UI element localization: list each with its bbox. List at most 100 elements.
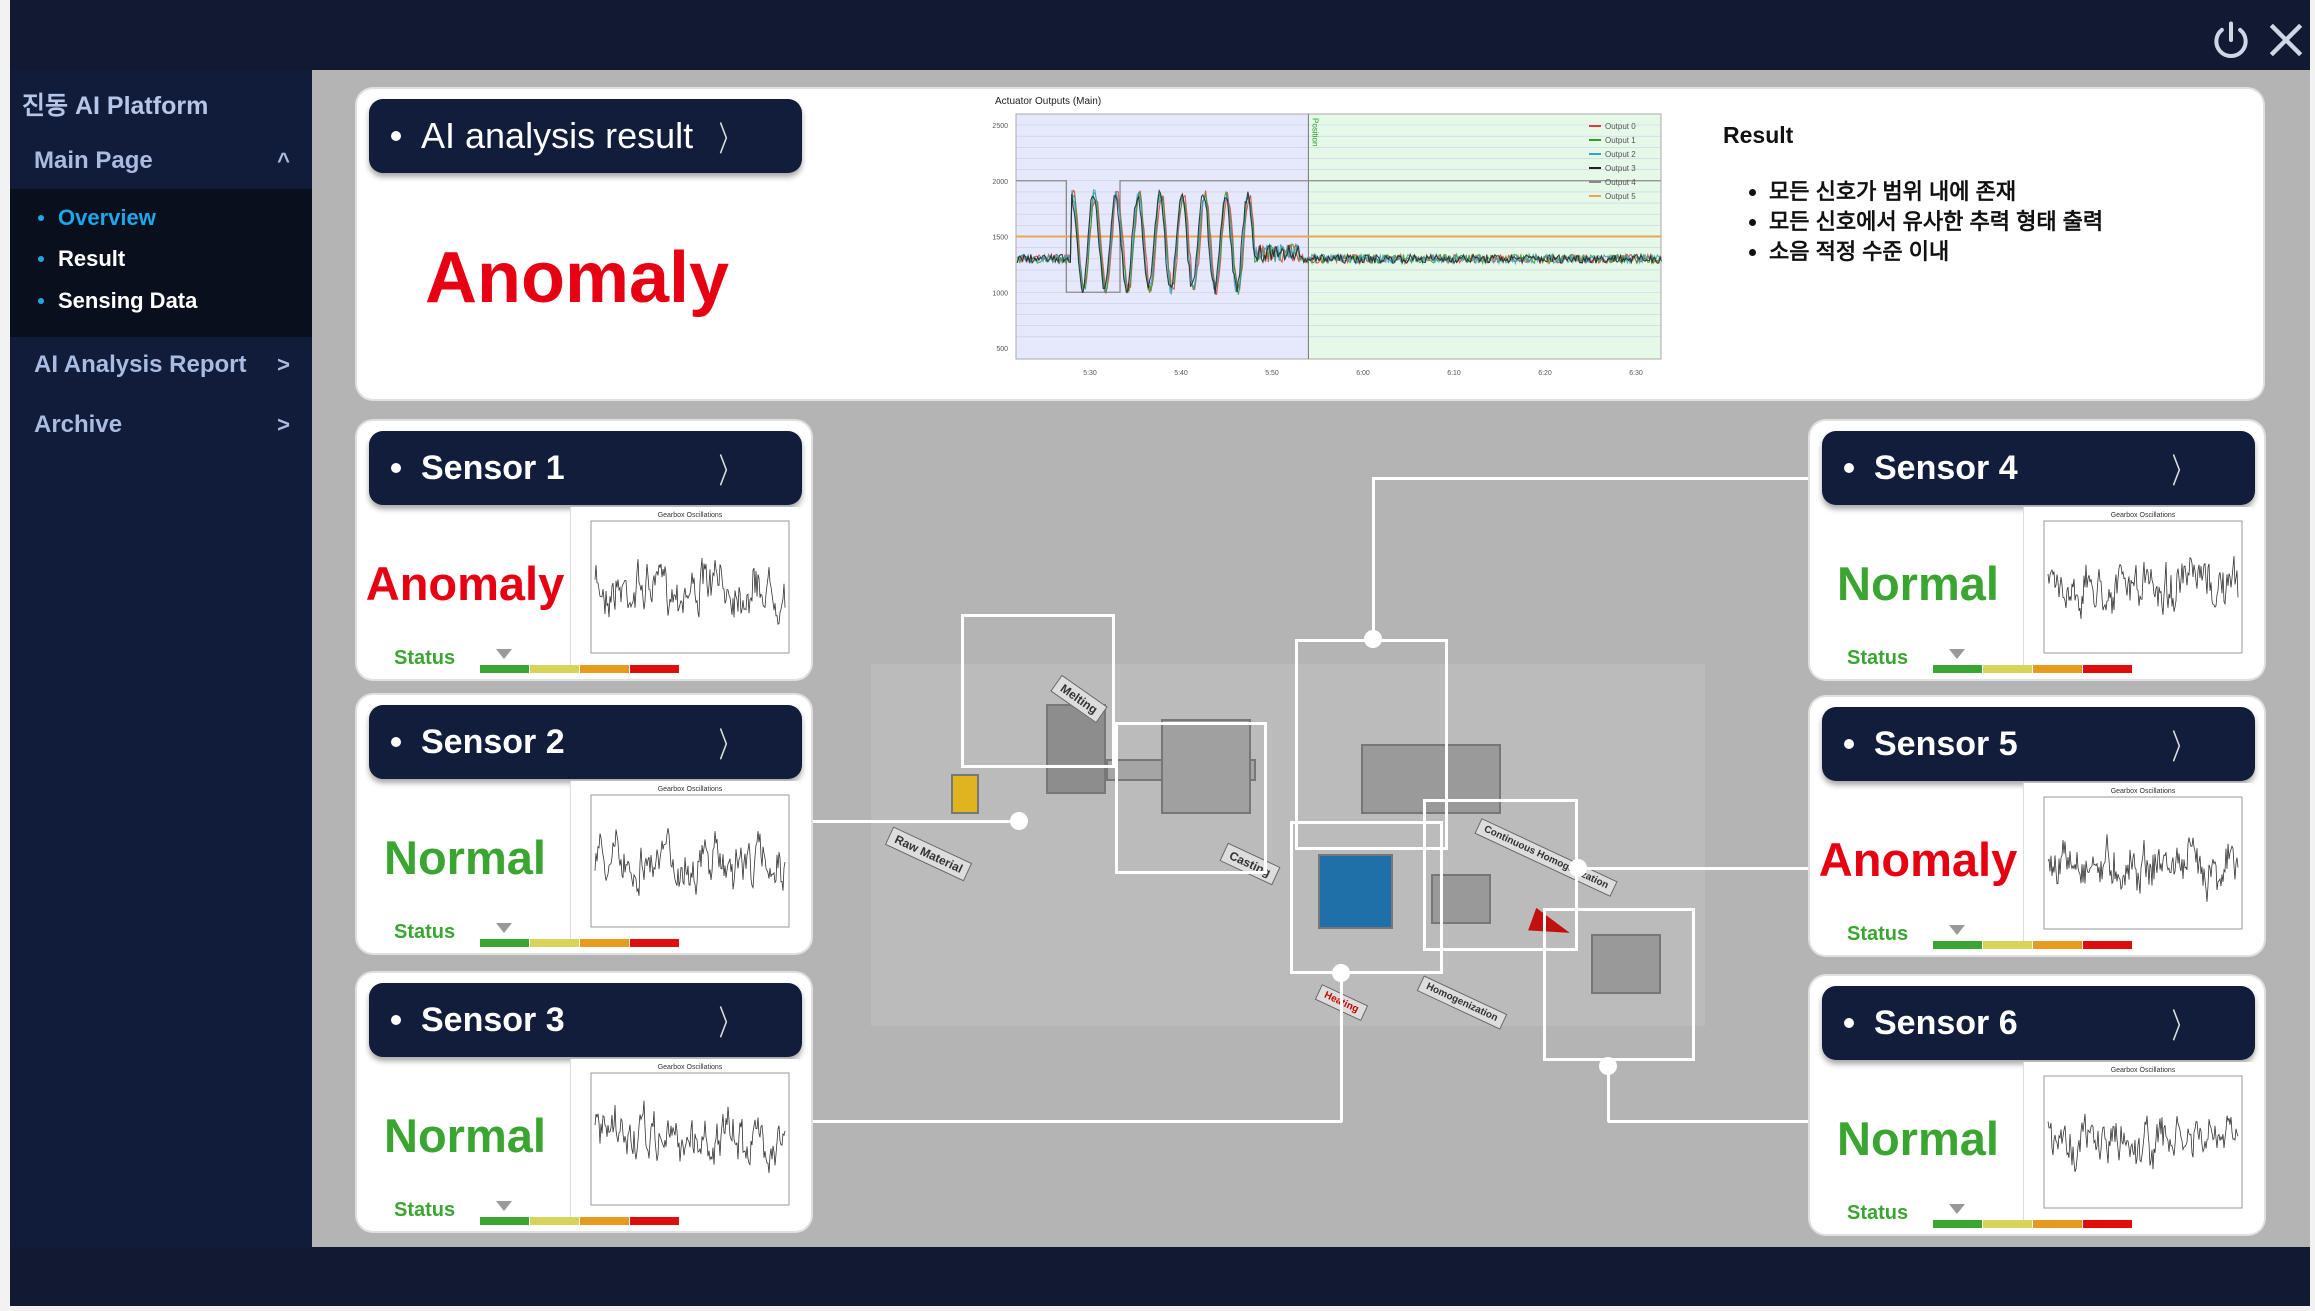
brand-title: 진동 AI Platform bbox=[22, 92, 209, 120]
status-level-bar bbox=[480, 1217, 680, 1225]
plot-frame bbox=[2043, 1075, 2243, 1209]
sensor-card-3: Sensor 3〉 Normal Gearbox Oscillations St… bbox=[357, 973, 811, 1231]
level-warning bbox=[2033, 941, 2082, 949]
level-warning bbox=[580, 939, 629, 947]
level-danger bbox=[630, 1217, 679, 1225]
chevron-up-icon: ^ bbox=[277, 148, 290, 173]
sensor-header-button[interactable]: Sensor 2〉 bbox=[369, 705, 802, 779]
level-indicator-icon bbox=[1949, 649, 1965, 659]
sensor-waveform-chart: Gearbox Oscillations bbox=[2023, 507, 2252, 673]
sensor-waveform-chart: Gearbox Oscillations bbox=[570, 507, 799, 673]
waveform-line bbox=[2047, 1113, 2239, 1173]
legend-label: Output 5 bbox=[1605, 192, 1636, 201]
x-tick-label: 6:20 bbox=[1538, 370, 1552, 377]
connector-line bbox=[1372, 477, 1375, 639]
level-warning bbox=[580, 1217, 629, 1225]
homogenizer-furnace bbox=[1318, 854, 1393, 929]
x-tick-label: 5:30 bbox=[1083, 370, 1097, 377]
nav-label: Archive bbox=[34, 411, 123, 438]
connector-node bbox=[1010, 812, 1028, 830]
zone-box[interactable] bbox=[1115, 722, 1267, 874]
connector-node bbox=[1569, 859, 1587, 877]
status-level-bar bbox=[480, 665, 680, 673]
diagram-label: Raw Material bbox=[884, 826, 973, 882]
connector-line bbox=[1340, 973, 1343, 1122]
nav-overview[interactable]: Overview bbox=[38, 205, 156, 231]
series-output-4 bbox=[1016, 180, 1661, 293]
status-label: Status bbox=[394, 921, 456, 943]
connector-line bbox=[811, 820, 1019, 823]
ai-result-header-button[interactable]: AI analysis result〉 bbox=[369, 99, 802, 173]
level-normal bbox=[480, 939, 529, 947]
chevron-right-icon: 〉 bbox=[2171, 1007, 2193, 1046]
sensor-header-button[interactable]: Sensor 6〉 bbox=[1822, 986, 2255, 1060]
maze-rig bbox=[1361, 744, 1501, 814]
waveform-line bbox=[594, 557, 786, 625]
connector-line bbox=[1578, 867, 1810, 870]
nav-label: Main Page bbox=[34, 147, 153, 174]
nav-label: Sensing Data bbox=[58, 288, 198, 313]
legend-label: Output 3 bbox=[1605, 164, 1636, 173]
chevron-right-icon: 〉 bbox=[718, 452, 740, 491]
nav-label: Overview bbox=[58, 205, 156, 230]
nav-result[interactable]: Result bbox=[38, 246, 125, 272]
zone-box[interactable] bbox=[1290, 821, 1443, 974]
mini-chart-title: Gearbox Oscillations bbox=[658, 1064, 723, 1071]
sensor-status: Normal bbox=[384, 831, 546, 884]
y-tick-label: 2000 bbox=[992, 179, 1008, 186]
level-caution bbox=[530, 665, 579, 673]
forklift-icon bbox=[951, 774, 979, 814]
close-icon[interactable] bbox=[2264, 18, 2308, 62]
sensor-header-button[interactable]: Sensor 1〉 bbox=[369, 431, 802, 505]
result-item: 모든 신호에서 유사한 추력 형태 출력 bbox=[1769, 207, 2103, 237]
level-caution bbox=[1983, 941, 2032, 949]
nav-sensing-data[interactable]: Sensing Data bbox=[38, 288, 197, 314]
level-indicator-icon bbox=[496, 649, 512, 659]
y-tick-label: 1000 bbox=[992, 290, 1008, 297]
level-normal bbox=[1933, 1220, 1982, 1228]
level-warning bbox=[2033, 665, 2082, 673]
bullet-icon bbox=[38, 256, 44, 262]
window-edge bbox=[2310, 0, 2315, 1311]
overall-status: Anomaly bbox=[425, 238, 730, 318]
y-tick-label: 2500 bbox=[992, 123, 1008, 130]
legend-label: Output 4 bbox=[1605, 178, 1636, 187]
level-caution bbox=[1983, 1220, 2032, 1228]
nav-main-page[interactable]: Main Page ^ bbox=[10, 136, 312, 186]
status-bar bbox=[10, 1247, 2310, 1306]
mini-chart-title: Gearbox Oscillations bbox=[658, 786, 723, 793]
sensor-waveform-chart: Gearbox Oscillations bbox=[570, 781, 799, 947]
title-bar bbox=[0, 0, 2315, 70]
mini-chart-title: Gearbox Oscillations bbox=[658, 512, 723, 519]
status-label: Status bbox=[1847, 647, 1909, 669]
sensor-card-6: Sensor 6〉 Normal Gearbox Oscillations St… bbox=[1810, 976, 2264, 1234]
bullet-icon bbox=[391, 737, 401, 747]
connector-line bbox=[811, 1120, 1342, 1123]
result-item: 소음 적정 수준 이내 bbox=[1769, 237, 2103, 267]
sensor-status: Normal bbox=[1837, 1112, 1999, 1165]
plot-frame bbox=[590, 794, 790, 928]
sensor-header-button[interactable]: Sensor 3〉 bbox=[369, 983, 802, 1057]
chevron-right-icon: > bbox=[277, 412, 290, 437]
sensor-name: Sensor 2 bbox=[421, 722, 565, 761]
nav-label: Result bbox=[58, 246, 126, 271]
level-danger bbox=[2083, 1220, 2132, 1228]
x-tick-label: 6:30 bbox=[1629, 370, 1643, 377]
bullet-icon bbox=[391, 1015, 401, 1025]
zone-box[interactable] bbox=[961, 614, 1115, 768]
y-tick-label: 1500 bbox=[992, 235, 1008, 242]
header-label: AI analysis result bbox=[421, 115, 694, 156]
bullet-icon bbox=[391, 131, 401, 141]
connector-line bbox=[1373, 477, 1810, 480]
x-tick-label: 6:00 bbox=[1356, 370, 1370, 377]
billet-stack bbox=[1591, 934, 1661, 994]
sensor-header-button[interactable]: Sensor 5〉 bbox=[1822, 707, 2255, 781]
sensor-header-button[interactable]: Sensor 4〉 bbox=[1822, 431, 2255, 505]
power-icon[interactable] bbox=[2209, 18, 2253, 62]
sensor-status: Anomaly bbox=[365, 557, 565, 610]
status-level-bar bbox=[480, 939, 680, 947]
nav-archive[interactable]: Archive > bbox=[10, 400, 312, 450]
zone-box[interactable] bbox=[1543, 908, 1695, 1061]
nav-ai-analysis-report[interactable]: AI Analysis Report> bbox=[10, 340, 312, 390]
